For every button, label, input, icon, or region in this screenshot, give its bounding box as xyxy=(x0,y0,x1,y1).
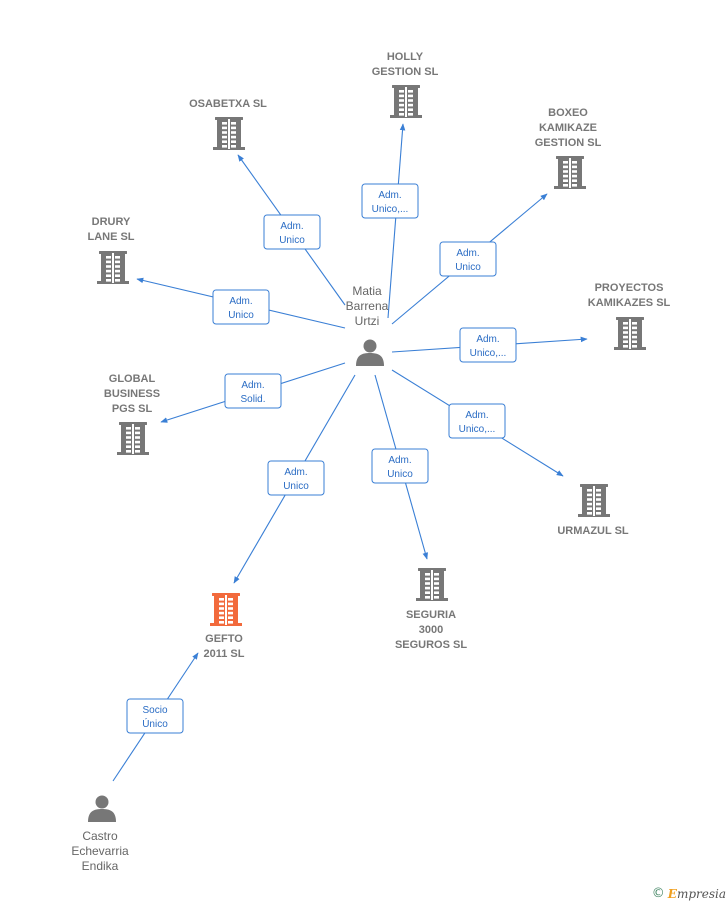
edge-label-box[interactable] xyxy=(459,327,517,363)
node-holly[interactable]: HOLLY GESTION SL xyxy=(372,51,439,118)
node-label: GEFTO xyxy=(205,633,243,645)
edge-label-text: Adm. xyxy=(284,467,307,478)
node-boxeo[interactable]: BOXEO KAMIKAZE GESTION SL xyxy=(535,107,602,189)
edge-label-box[interactable] xyxy=(212,289,270,325)
building-icon[interactable] xyxy=(416,568,448,601)
edge-label-text: Adm. xyxy=(378,190,401,201)
edge-matia-proyectos: Adm. Unico,... xyxy=(391,327,588,363)
edge-label-text: Unico,... xyxy=(470,348,507,359)
footer-brand: © Empresia xyxy=(652,886,726,901)
node-urmazul[interactable]: URMAZUL SL xyxy=(557,484,629,537)
edge-label-box[interactable] xyxy=(448,403,506,439)
edge-label-text: Unico xyxy=(283,481,309,492)
node-drury[interactable]: DRURY LANE SL xyxy=(87,216,135,284)
edge-label-text: Solid. xyxy=(240,394,265,405)
edge-label-box[interactable] xyxy=(361,183,419,219)
edge-matia-seguria: Adm. Unico xyxy=(371,374,429,560)
edge-label-box[interactable] xyxy=(263,214,321,250)
node-label: SEGUROS SL xyxy=(395,639,467,651)
node-label: URMAZUL SL xyxy=(557,525,629,537)
person-icon[interactable] xyxy=(88,795,116,823)
edge-label-box[interactable] xyxy=(224,373,282,409)
node-label: GESTION SL xyxy=(535,137,602,149)
node-label: GESTION SL xyxy=(372,66,439,78)
edge-matia-gefto: Adm. Unico xyxy=(233,374,356,584)
edge-label-box[interactable] xyxy=(267,460,325,496)
building-icon[interactable] xyxy=(390,85,422,118)
edge-matia-global: Adm. Solid. xyxy=(160,362,346,423)
node-label: Urtzi xyxy=(355,314,380,328)
node-gefto[interactable]: GEFTO 2011 SL xyxy=(204,593,245,660)
building-icon[interactable] xyxy=(210,593,242,626)
edge-label-text: Unico,... xyxy=(372,204,409,215)
edge-matia-osabetxa: Adm. Unico xyxy=(237,154,346,306)
node-label: Castro xyxy=(82,829,118,843)
edge-arrow xyxy=(387,123,406,319)
edge-label-text: Adm. xyxy=(456,248,479,259)
node-label: Barrena xyxy=(346,299,389,313)
node-label: OSABETXA SL xyxy=(189,98,267,110)
node-label: Endika xyxy=(82,859,119,873)
edge-label-text: Unico xyxy=(455,262,481,273)
edge-label-text: Adm. xyxy=(388,455,411,466)
edge-label-text: Adm. xyxy=(241,380,264,391)
edge-label-box[interactable] xyxy=(439,241,497,277)
node-global[interactable]: GLOBAL BUSINESS PGS SL xyxy=(104,373,160,455)
node-label: BUSINESS xyxy=(104,388,160,400)
node-label: KAMIKAZE xyxy=(539,122,597,134)
node-label: LANE SL xyxy=(87,231,134,243)
edge-label-box[interactable] xyxy=(371,448,429,484)
node-osabetxa[interactable]: OSABETXA SL xyxy=(189,98,267,150)
node-label: BOXEO xyxy=(548,107,588,119)
node-label: DRURY xyxy=(92,216,131,228)
building-icon[interactable] xyxy=(614,317,646,350)
edge-matia-boxeo: Adm. Unico xyxy=(391,193,548,325)
brand-logo: Empresia xyxy=(667,886,726,901)
edge-label-text: Unico,... xyxy=(459,424,496,435)
node-label: HOLLY xyxy=(387,51,424,63)
building-icon[interactable] xyxy=(213,117,245,150)
edge-matia-urmazul: Adm. Unico,... xyxy=(391,369,564,477)
node-label: GLOBAL xyxy=(109,373,156,385)
node-label: Echevarria xyxy=(71,844,129,858)
node-label: 2011 SL xyxy=(204,648,245,660)
building-icon[interactable] xyxy=(117,422,149,455)
copyright-icon: © xyxy=(651,886,665,901)
edge-label-text: Adm. xyxy=(465,410,488,421)
building-icon[interactable] xyxy=(578,484,610,517)
edge-label-text: Socio xyxy=(142,705,167,716)
edges-layer: Adm.Unico,...Adm.UnicoAdm.UnicoAdm.Unico… xyxy=(112,123,588,782)
edge-label-text: Adm. xyxy=(280,221,303,232)
edge-matia-holly: Adm. Unico,... xyxy=(361,123,419,319)
edge-label-text: Adm. xyxy=(476,334,499,345)
building-icon[interactable] xyxy=(97,251,129,284)
edge-matia-drury: Adm. Unico xyxy=(136,277,346,329)
edge-label-text: Unico xyxy=(279,235,305,246)
node-label: KAMIKAZES SL xyxy=(588,297,671,309)
building-icon[interactable] xyxy=(554,156,586,189)
edge-label-text: Unico xyxy=(387,469,413,480)
edge-label-text: Adm. xyxy=(229,296,252,307)
node-label: 3000 xyxy=(419,624,443,636)
node-proyectos[interactable]: PROYECTOS KAMIKAZES SL xyxy=(588,282,671,350)
node-label: Matia xyxy=(352,284,382,298)
person-icon[interactable] xyxy=(356,339,384,367)
node-label: PGS SL xyxy=(112,403,153,415)
edge-label-text: Único xyxy=(142,717,168,730)
node-label: SEGURIA xyxy=(406,609,456,621)
edge-label-box[interactable] xyxy=(126,698,184,734)
edge-label-text: Unico xyxy=(228,310,254,321)
node-label: PROYECTOS xyxy=(595,282,664,294)
